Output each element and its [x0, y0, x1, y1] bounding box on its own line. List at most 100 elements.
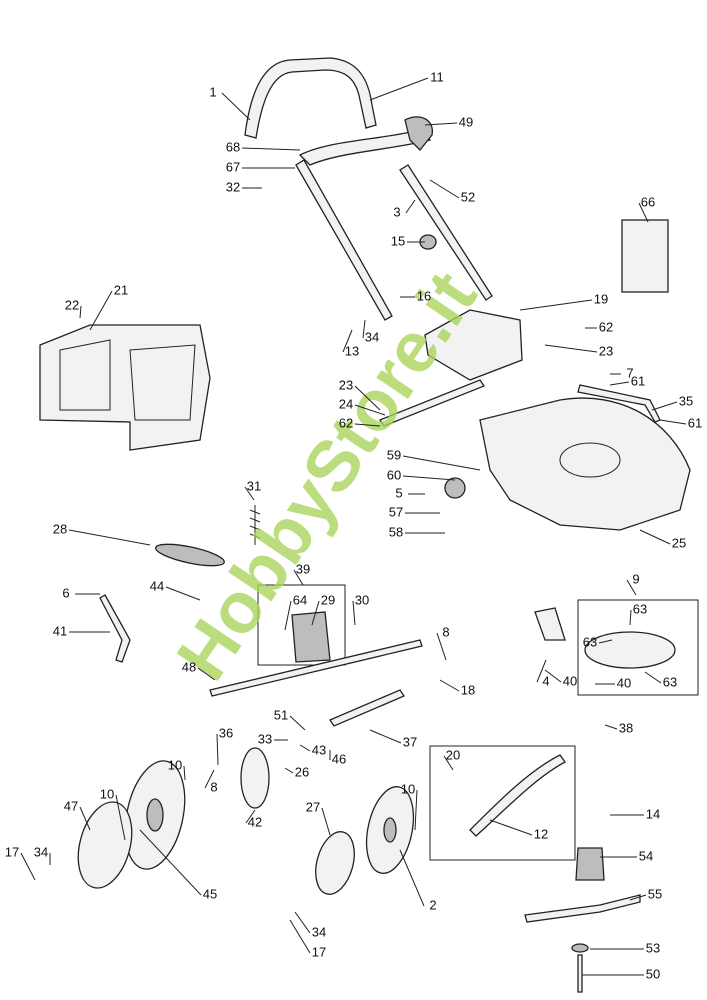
leader-line	[405, 199, 416, 214]
spring	[249, 505, 261, 545]
part-number-label: 10	[168, 757, 182, 772]
part-number-label: 2	[429, 897, 436, 912]
front-wheel-hub	[383, 817, 397, 843]
blade	[524, 894, 641, 923]
part-number-label: 46	[332, 751, 346, 766]
drive-belt	[155, 543, 225, 567]
leader-line	[629, 894, 647, 901]
part-number-label: 43	[312, 742, 326, 757]
rear-axle-bar	[577, 384, 661, 423]
part-number-label: 53	[646, 940, 660, 955]
leader-line	[284, 767, 294, 774]
part-number-label: 16	[417, 288, 431, 303]
leader-line	[183, 765, 186, 781]
grass-catcher	[39, 324, 211, 451]
part-number-label: 51	[274, 707, 288, 722]
leader-line	[204, 769, 215, 789]
part-number-label: 44	[150, 578, 164, 593]
part-number-label: 55	[648, 886, 662, 901]
mower-deck	[479, 397, 691, 531]
leader-line	[544, 669, 562, 683]
leader-line	[544, 344, 598, 353]
lever-41	[99, 594, 131, 663]
leader-line	[402, 475, 456, 481]
leader-line	[354, 423, 381, 427]
leader-line	[342, 329, 353, 353]
leader-lines	[20, 77, 687, 976]
deflector	[534, 607, 566, 641]
part-number-label: 61	[631, 373, 645, 388]
part-number-label: 48	[182, 659, 196, 674]
leader-line	[429, 179, 460, 199]
leader-line	[284, 600, 292, 631]
leader-line	[644, 671, 662, 684]
part-number-label: 27	[306, 799, 320, 814]
part-number-label: 67	[226, 159, 240, 174]
leader-line	[241, 147, 301, 151]
leader-line	[289, 715, 306, 731]
leader-line	[536, 659, 547, 683]
part-number-label: 40	[563, 673, 577, 688]
leader-line	[489, 819, 533, 836]
washer	[571, 943, 589, 953]
leader-line	[294, 911, 311, 934]
wheel-hub	[146, 798, 164, 832]
parts-drawings	[39, 57, 699, 993]
leader-line	[639, 529, 671, 545]
part-number-label: 11	[430, 69, 444, 84]
part-number-label: 8	[442, 624, 449, 639]
part-number-label: 13	[345, 343, 359, 358]
leader-line	[244, 486, 255, 501]
leader-line	[165, 586, 201, 601]
part-number-label: 34	[34, 844, 48, 859]
part-number-label: 63	[583, 634, 597, 649]
leader-line	[197, 667, 216, 681]
part-number-label: 18	[461, 682, 475, 697]
part-number-label: 4	[542, 673, 549, 688]
leader-line	[362, 319, 366, 339]
leader-line	[311, 600, 320, 626]
leader-line	[369, 729, 402, 744]
part-number-label: 19	[594, 291, 608, 306]
part-number-label: 21	[114, 282, 128, 297]
part-number-label: 31	[247, 478, 261, 493]
leader-line	[629, 609, 632, 626]
part-number-label: 60	[387, 467, 401, 482]
part-number-label: 50	[646, 966, 660, 981]
hubcap-rear	[77, 801, 133, 889]
part-number-label: 42	[248, 814, 262, 829]
part-number-label: 58	[389, 524, 403, 539]
part-number-label: 12	[534, 826, 548, 841]
leader-line	[659, 419, 687, 425]
part-number-label: 20	[446, 747, 460, 762]
leader-line	[638, 202, 649, 223]
part-number-label: 25	[672, 535, 686, 550]
lower-handle-left	[295, 159, 393, 321]
leader-line	[20, 852, 36, 881]
part-number-label: 22	[65, 297, 79, 312]
part-number-label: 34	[365, 329, 379, 344]
part-number-label: 23	[599, 343, 613, 358]
part-number-label: 9	[632, 571, 639, 586]
part-number-label: 54	[639, 848, 653, 863]
part-number-label: 62	[339, 415, 353, 430]
part-number-label: 6	[62, 585, 69, 600]
leader-line	[399, 849, 425, 907]
wheel-adjuster	[444, 477, 466, 499]
part-number-label: 33	[258, 731, 272, 746]
upper-handle	[244, 57, 377, 139]
leader-line	[245, 809, 256, 824]
gear-wheel	[240, 747, 270, 809]
leader-line	[289, 919, 311, 954]
handle-bar	[298, 129, 432, 166]
blade-kit-frame	[577, 599, 699, 696]
rear-axle	[469, 754, 566, 837]
part-number-label: 1	[209, 84, 216, 99]
part-number-label: 37	[403, 734, 417, 749]
part-number-label: 57	[389, 504, 403, 519]
rear-flap	[621, 219, 669, 293]
leader-line	[79, 806, 91, 831]
gearbox	[291, 611, 331, 663]
